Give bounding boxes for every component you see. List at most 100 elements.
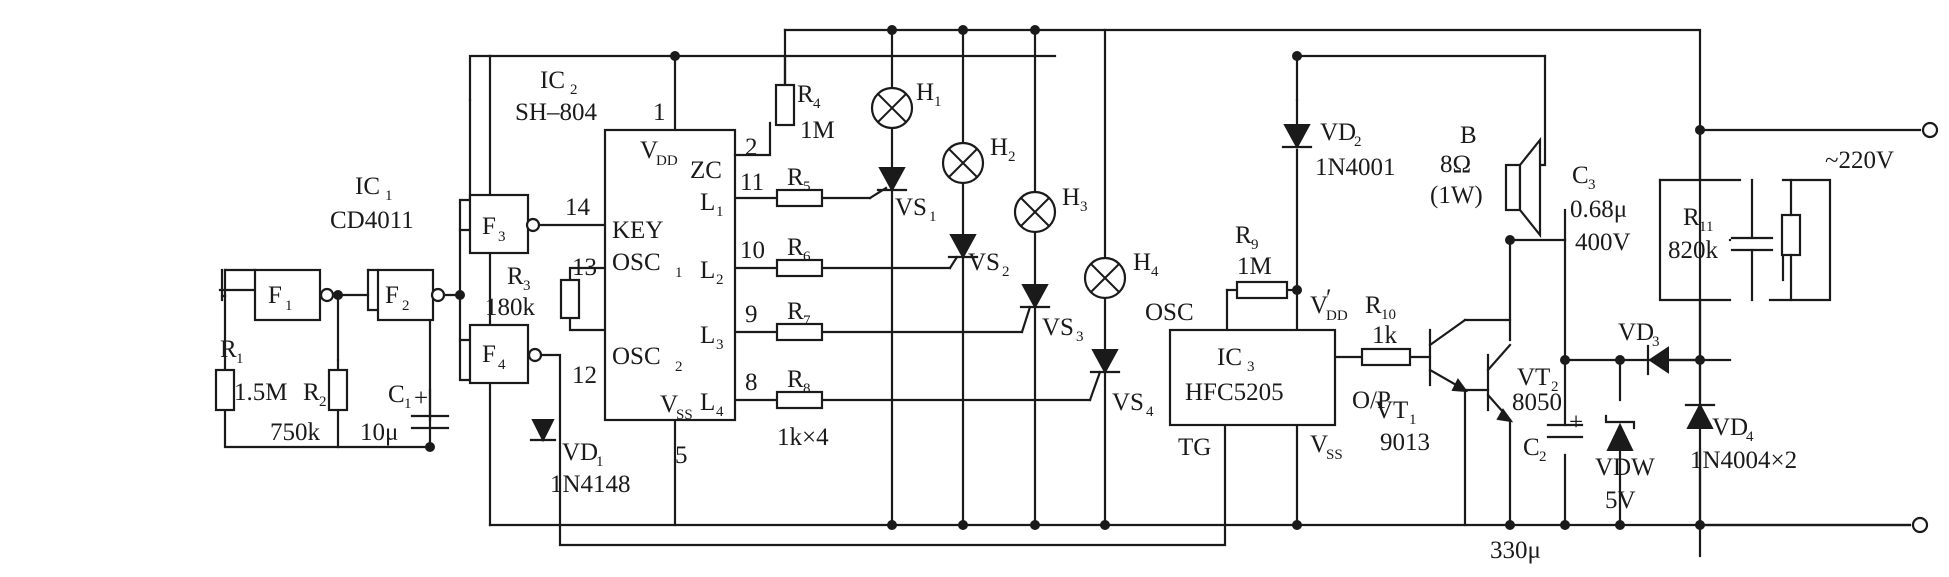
- svg-text:KEY: KEY: [612, 217, 663, 244]
- svg-text:10μ: 10μ: [360, 419, 398, 446]
- svg-text:1M: 1M: [1237, 253, 1272, 280]
- svg-text:R: R: [787, 298, 804, 325]
- svg-text:5: 5: [803, 179, 811, 195]
- svg-text:1N4004×2: 1N4004×2: [1690, 447, 1797, 474]
- svg-text:4: 4: [1146, 404, 1154, 420]
- svg-text:180k: 180k: [485, 294, 536, 321]
- svg-text:750k: 750k: [270, 419, 321, 446]
- svg-text:L: L: [700, 389, 715, 416]
- svg-text:1k×4: 1k×4: [777, 424, 829, 451]
- diode-vd4: VD 4 1N4004×2: [1684, 402, 1797, 474]
- svg-text:IC: IC: [355, 173, 380, 200]
- resistor-r11: R 11 820k: [1668, 178, 1802, 302]
- svg-text:V: V: [640, 137, 658, 164]
- capacitor-c3: C 3 0.68μ 400V: [1570, 162, 1774, 302]
- svg-text:330μ: 330μ: [1490, 537, 1541, 564]
- svg-text:1k: 1k: [1372, 322, 1398, 349]
- resistor-r8: R 8 1k×4: [775, 366, 829, 451]
- svg-text:1: 1: [404, 396, 412, 412]
- gate-f1-label: F: [268, 282, 282, 309]
- thyristor-vs4: VS 4: [1088, 349, 1154, 420]
- svg-text:H: H: [1133, 249, 1151, 276]
- diode-vd2: VD 2 1N4001: [1281, 98, 1396, 181]
- svg-text:11: 11: [1699, 219, 1713, 235]
- svg-text:1N4148: 1N4148: [550, 471, 631, 498]
- svg-text:IC: IC: [540, 67, 565, 94]
- svg-text:2: 2: [716, 272, 724, 288]
- svg-text:VD: VD: [1712, 414, 1748, 441]
- svg-text:VD: VD: [562, 439, 598, 466]
- svg-text:L: L: [700, 257, 715, 284]
- lamp-h1: H 1: [870, 79, 942, 130]
- svg-text:R: R: [787, 234, 804, 261]
- svg-text:1: 1: [385, 188, 393, 204]
- svg-text:13: 13: [572, 254, 597, 281]
- resistor-r3: R 3 180k: [485, 263, 581, 321]
- svg-text:VS: VS: [968, 249, 1000, 276]
- svg-text:R: R: [1365, 292, 1382, 319]
- svg-text:3: 3: [498, 229, 506, 245]
- gate-f1: F 1: [253, 268, 335, 322]
- svg-text:VS: VS: [1042, 314, 1074, 341]
- svg-text:DD: DD: [656, 153, 678, 169]
- svg-text:O/P: O/P: [1352, 387, 1391, 414]
- svg-text:11: 11: [740, 169, 764, 196]
- resistor-r6: R 6: [775, 234, 824, 278]
- ic2-part: SH–804: [515, 99, 597, 126]
- svg-text:8: 8: [745, 369, 758, 396]
- thyristor-vs2: VS 2: [947, 234, 1010, 280]
- svg-text:′: ′: [1326, 285, 1331, 312]
- svg-text:V: V: [660, 391, 678, 418]
- svg-text:VD: VD: [1618, 319, 1654, 346]
- svg-text:TG: TG: [1178, 434, 1211, 461]
- svg-text:SS: SS: [676, 407, 693, 423]
- svg-text:R: R: [787, 366, 804, 393]
- svg-text:8: 8: [803, 381, 811, 397]
- transistor-vt2: VT 2 8050: [1463, 343, 1562, 423]
- resistor-r2: R 2 750k: [270, 368, 349, 446]
- resistor-r10: R 10 1k: [1360, 292, 1412, 367]
- gate-f2-label: F: [385, 282, 399, 309]
- svg-text:R: R: [787, 164, 804, 191]
- ic3-chip: IC 3 HFC5205 OSC V ′ DD O/P TG V SS: [1145, 285, 1391, 463]
- lamp-h2: H 2: [941, 134, 1016, 185]
- svg-text:1: 1: [934, 94, 942, 110]
- capacitor-c1: C 1 + 10μ: [360, 381, 450, 446]
- svg-text:DD: DD: [1326, 308, 1348, 324]
- svg-text:IC: IC: [1217, 344, 1242, 371]
- speaker-b: B 8Ω (1W): [1430, 122, 1542, 239]
- svg-text:4: 4: [1151, 264, 1159, 280]
- svg-text:VS: VS: [1112, 389, 1144, 416]
- svg-text:4: 4: [716, 404, 724, 420]
- svg-text:2: 2: [1008, 149, 1016, 165]
- svg-text:2: 2: [319, 394, 327, 410]
- ic2-chip: IC 2 SH–804 V DD ZC KEY OSC 1 OSC 2 L 1 …: [515, 67, 765, 469]
- zener-vdw: VDW 5V: [1595, 414, 1655, 514]
- svg-text:2: 2: [1002, 264, 1010, 280]
- svg-text:H: H: [1062, 184, 1080, 211]
- svg-text:L: L: [700, 189, 715, 216]
- svg-text:820k: 820k: [1668, 237, 1719, 264]
- svg-text:1: 1: [675, 265, 683, 281]
- svg-text:1: 1: [929, 209, 937, 225]
- transistor-vt1: VT 1 9013: [1375, 318, 1469, 456]
- svg-text:7: 7: [803, 313, 811, 329]
- svg-text:V: V: [1310, 431, 1328, 458]
- ic1-label: IC 1 CD4011: [330, 173, 414, 234]
- svg-text:R: R: [1683, 204, 1700, 231]
- svg-text:V: V: [1310, 292, 1328, 319]
- svg-text:8050: 8050: [1512, 389, 1562, 416]
- thyristor-vs3: VS 3: [1019, 284, 1084, 345]
- svg-text:1: 1: [653, 99, 666, 126]
- resistor-r1: R 1 1.5M: [214, 336, 287, 412]
- svg-text:VDW: VDW: [1595, 454, 1655, 481]
- svg-text:OSC: OSC: [612, 343, 661, 370]
- svg-text:3: 3: [1080, 199, 1088, 215]
- svg-text:3: 3: [1247, 359, 1255, 375]
- lamp-h3: H 3: [1013, 184, 1088, 234]
- svg-text:OSC: OSC: [612, 249, 661, 276]
- svg-text:R: R: [220, 336, 237, 363]
- svg-text:R: R: [507, 263, 524, 290]
- svg-text:VT: VT: [1375, 397, 1408, 424]
- svg-text:1: 1: [236, 351, 244, 367]
